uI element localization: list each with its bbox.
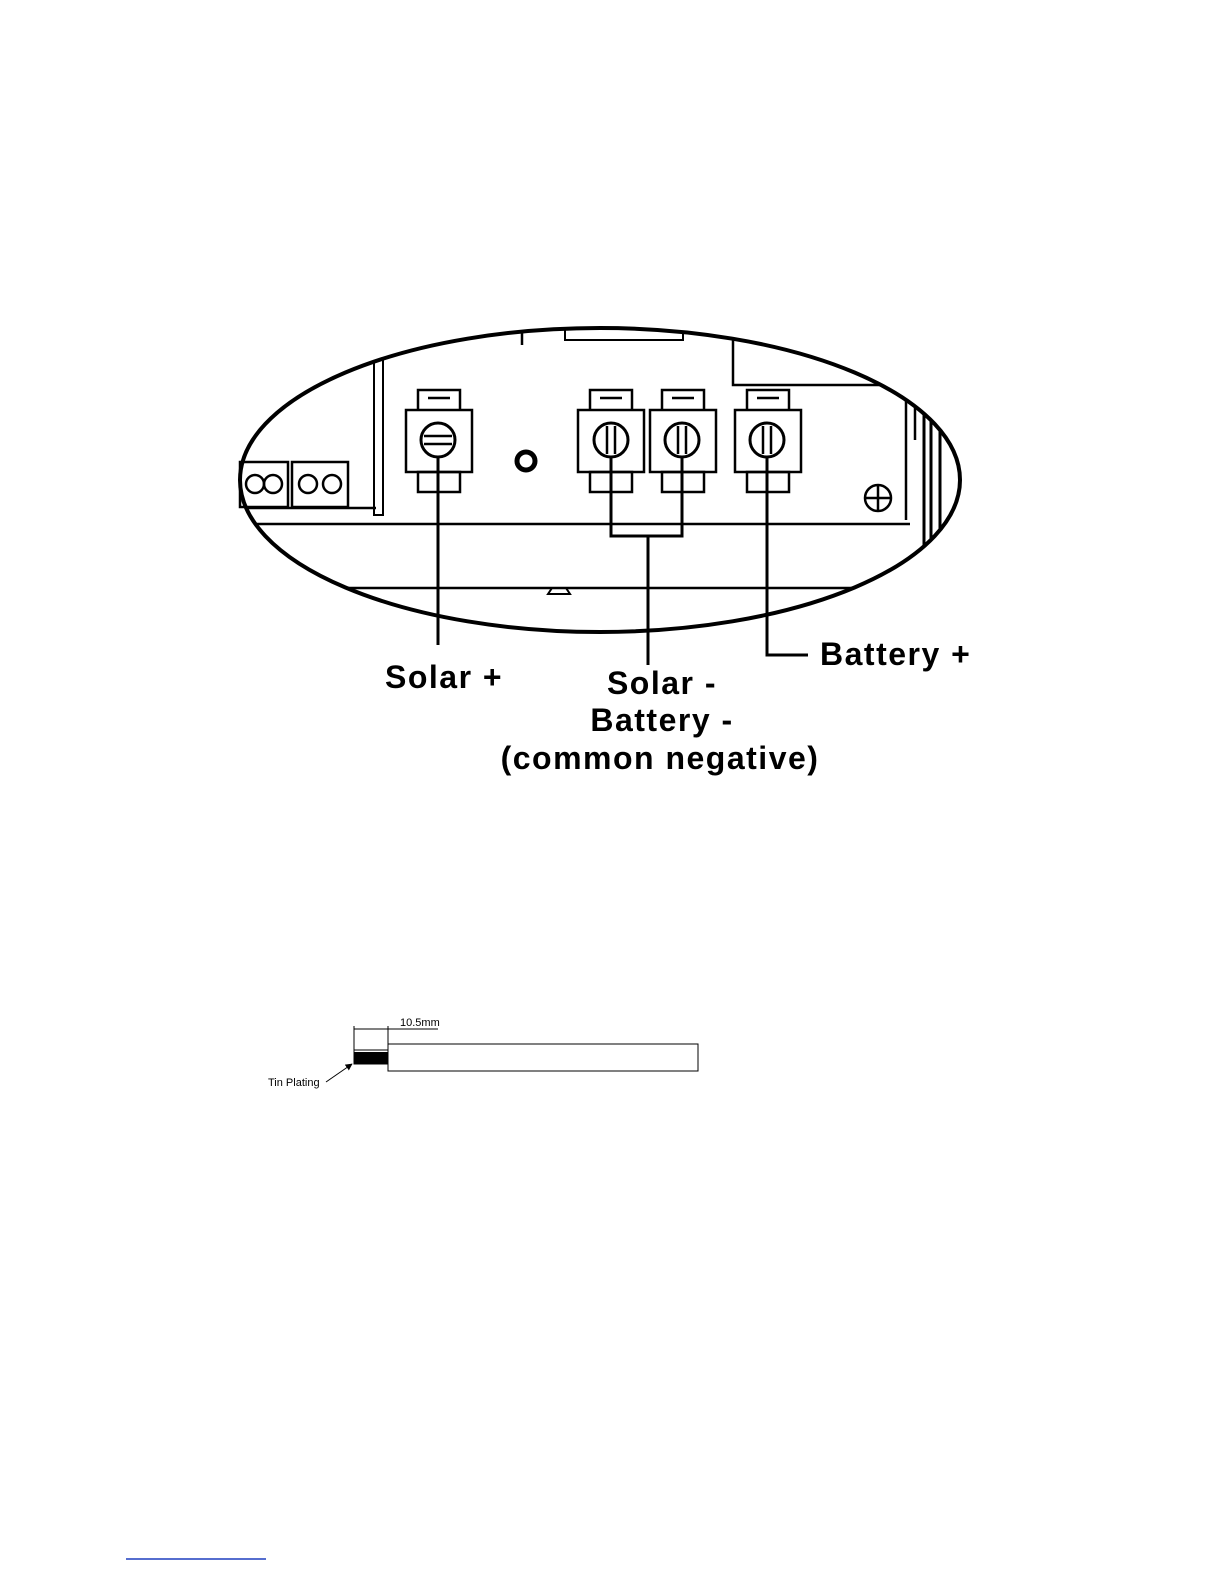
dimension-label: 10.5mm bbox=[400, 1017, 440, 1029]
label-solar-positive: Solar + bbox=[385, 659, 503, 695]
label-solar-negative: Solar - bbox=[607, 665, 717, 701]
wire-strip-diagram: 10.5mm Tin Plating bbox=[268, 1017, 698, 1089]
ground-screw-icon bbox=[865, 485, 891, 511]
tin-plating-label: Tin Plating bbox=[268, 1077, 320, 1089]
wire-insulation bbox=[388, 1044, 698, 1071]
side-connector bbox=[240, 462, 348, 507]
tin-plating-band bbox=[354, 1052, 388, 1064]
label-battery-negative: Battery - bbox=[590, 702, 733, 738]
label-common-negative: (common negative) bbox=[501, 740, 820, 776]
tin-plating-pointer bbox=[326, 1064, 352, 1082]
terminal-block-view bbox=[240, 318, 960, 665]
mounting-hole bbox=[517, 452, 535, 470]
label-battery-positive: Battery + bbox=[820, 636, 971, 672]
